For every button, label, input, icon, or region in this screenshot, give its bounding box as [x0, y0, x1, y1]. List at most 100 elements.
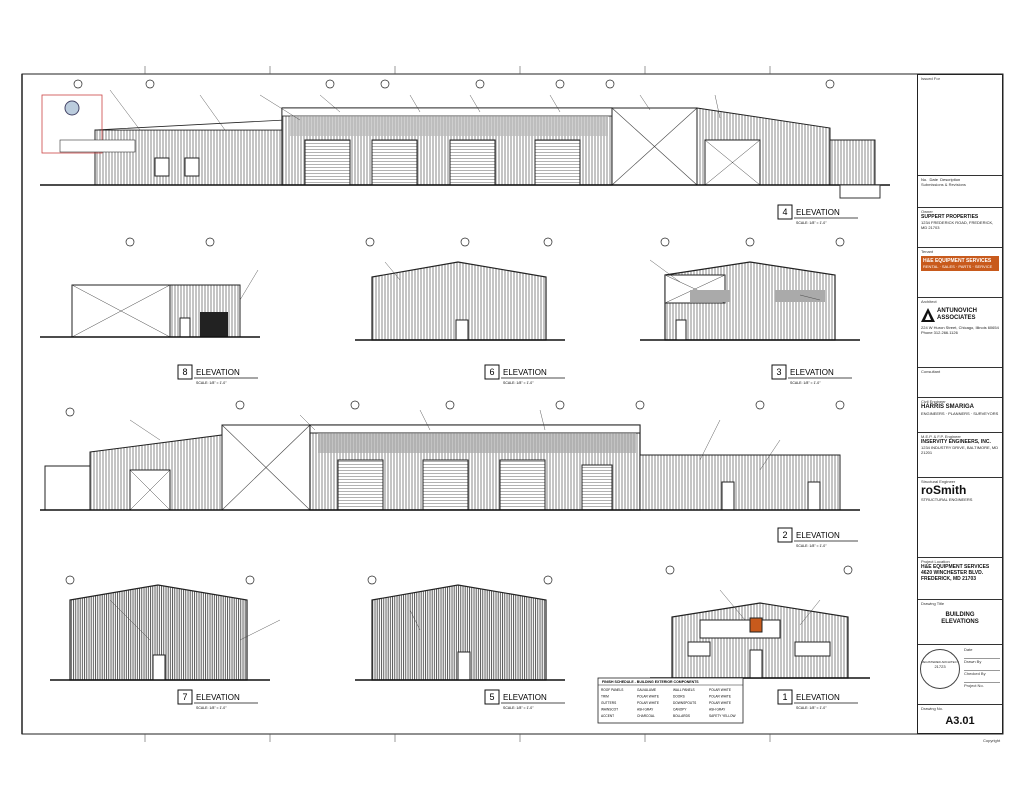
elevation-scale: SCALE: 1/8" = 1'-0": [790, 381, 821, 385]
revisions-section: No. Date Description Submissions & Revis…: [918, 175, 1002, 207]
elevation-number-box: [777, 689, 793, 705]
schedule-cell: BOLLARDS: [673, 714, 690, 718]
elevation-number: 7: [182, 692, 187, 702]
schedule-cell: POLAR WHITE: [637, 701, 659, 705]
border-grid-ticks: [144, 66, 771, 742]
issued-for-section: Issued For: [918, 75, 1002, 175]
schedule-cell: TRIM: [601, 695, 609, 699]
elevation-7-drawing: [50, 584, 270, 681]
structural-sub: STRUCTURAL ENGINEERS: [921, 497, 973, 502]
structural-name: roSmith: [921, 483, 967, 497]
tenant-label: Tenant: [921, 249, 934, 254]
mep-label: M.E.P. & F.P. Engineer: [921, 434, 961, 439]
schedule-cell: ASH GRAY: [709, 708, 726, 712]
schedule-cell: DOWNSPOUTS: [673, 701, 696, 705]
elevation-6-drawing: [355, 261, 565, 341]
owner-label: Owner: [921, 209, 933, 214]
leader-lines: [109, 89, 821, 641]
owner-name: SUPPERT PROPERTIES: [921, 214, 979, 220]
checked-by-label: Checked By: [964, 671, 1000, 683]
architect-seal-icon: REGISTERED ARCHITECT 21723: [920, 649, 960, 689]
architect-logo-icon: [921, 308, 935, 322]
project-number-label: Project No.: [964, 683, 984, 688]
schedule-cell: POLAR WHITE: [709, 695, 731, 699]
schedule-cell: ROOF PANELS: [601, 688, 623, 692]
elevation-number: 8: [182, 367, 187, 377]
mep-name: INSERVITY ENGINEERS, INC.: [921, 439, 991, 445]
elevation-number: 2: [782, 530, 787, 540]
grid-bubbles: [65, 79, 853, 585]
elevation-scale: SCALE: 1/8" = 1'-0": [796, 706, 827, 710]
schedule-cell: CHARCOAL: [637, 714, 655, 718]
schedule-cell: CANOPY: [673, 708, 687, 712]
logo-seal-icon: [64, 100, 80, 116]
consultant-section: Consultant: [918, 367, 1002, 397]
elevation-label: ELEVATION: [796, 693, 840, 702]
structural-label: Structural Engineer: [921, 479, 956, 484]
elevation-label: ELEVATION: [503, 368, 547, 377]
elevation-scale: SCALE: 1/8" = 1'-0": [796, 544, 827, 548]
elevation-tag-5: 5 ELEVATION SCALE: 1/8" = 1'-0": [484, 689, 565, 710]
elevation-2-drawing: [40, 424, 860, 511]
finish-schedule-table: FINISH SCHEDULE - BUILDING EXTERIOR COMP…: [597, 677, 744, 724]
revisions-header: No. Date Description: [921, 177, 961, 182]
architect-name-2: ASSOCIATES: [937, 315, 976, 321]
owner-address: 1234 FREDERICK ROAD, FREDERICK, MD 21703: [921, 220, 994, 230]
schedule-cell: POLAR WHITE: [709, 701, 731, 705]
elevation-8-drawing: [40, 284, 260, 338]
drawing-title-label: Drawing Title: [921, 601, 945, 606]
schedule-cell: POLAR WHITE: [709, 688, 731, 692]
architect-label: Architect: [921, 299, 937, 304]
elevation-scale: SCALE: 1/8" = 1'-0": [503, 381, 534, 385]
drawing-title-2: ELEVATIONS: [941, 619, 979, 625]
civil-label: Civil Engineer: [921, 399, 946, 404]
elevation-number-box: [484, 364, 500, 380]
architect-phone: Phone 312.266.1126: [921, 330, 958, 335]
copyright-note: Copyright: [983, 738, 1001, 743]
civil-name: HARRIS SMARIGA: [921, 404, 975, 410]
elevation-scale: SCALE: 1/8" = 1'-0": [196, 706, 227, 710]
elevation-label: ELEVATION: [503, 693, 547, 702]
seal-number: 21723: [934, 664, 946, 669]
schedule-cell: ACCENT: [601, 714, 614, 718]
elevation-scale: SCALE: 1/8" = 1'-0": [796, 221, 827, 225]
elevation-4-drawing: [40, 94, 890, 199]
elevation-scale: SCALE: 1/8" = 1'-0": [503, 706, 534, 710]
elevation-number: 6: [489, 367, 494, 377]
drawn-by-label: Drawn By: [964, 659, 1000, 671]
architect-address: 224 W Huron Street, Chicago, Illinois 60…: [921, 325, 999, 330]
project-label: Project Location: [921, 559, 950, 564]
schedule-cell: DOORS: [673, 695, 685, 699]
elevation-number: 5: [489, 692, 494, 702]
tenant-sign-icon: [749, 617, 763, 633]
elevation-number-box: [484, 689, 500, 705]
schedule-cell: POLAR WHITE: [637, 695, 659, 699]
elevation-scale: SCALE: 1/8" = 1'-0": [196, 381, 227, 385]
civil-address: ENGINEERS · PLANNERS · SURVEYORS: [921, 411, 999, 416]
project-section: Project Location H&E EQUIPMENT SERVICES …: [918, 557, 1002, 599]
mep-address: 1234 INDUSTRY DRIVE, BALTIMORE, MD 21201: [921, 445, 999, 455]
project-name: H&E EQUIPMENT SERVICES: [921, 564, 990, 570]
elevation-label: ELEVATION: [196, 693, 240, 702]
seal-section: REGISTERED ARCHITECT 21723 Date Drawn By…: [918, 644, 1002, 704]
finish-schedule-title: FINISH SCHEDULE - BUILDING EXTERIOR COMP…: [602, 680, 699, 684]
schedule-cell: GALVALUME: [637, 688, 656, 692]
elevation-number: 3: [776, 367, 781, 377]
drawing-title-section: Drawing Title BUILDING ELEVATIONS: [918, 599, 1002, 644]
elevation-number: 4: [782, 207, 787, 217]
revisions-label: Submissions & Revisions: [921, 182, 966, 187]
schedule-cell: WAINSCOT: [601, 708, 618, 712]
seal-text: REGISTERED ARCHITECT: [921, 660, 959, 664]
schedule-cell: SAFETY YELLOW: [709, 714, 735, 718]
schedule-cell: ASH GRAY: [637, 708, 654, 712]
elevation-number-box: [177, 689, 193, 705]
drawing-title-1: BUILDING: [945, 612, 975, 618]
structural-section: Structural Engineer roSmith STRUCTURAL E…: [918, 477, 1002, 517]
tenant-section: Tenant H&E EQUIPMENT SERVICES RENTAL · S…: [918, 247, 1002, 297]
architect-section: Architect ANTUNOVICH ASSOCIATES 224 W Hu…: [918, 297, 1002, 367]
